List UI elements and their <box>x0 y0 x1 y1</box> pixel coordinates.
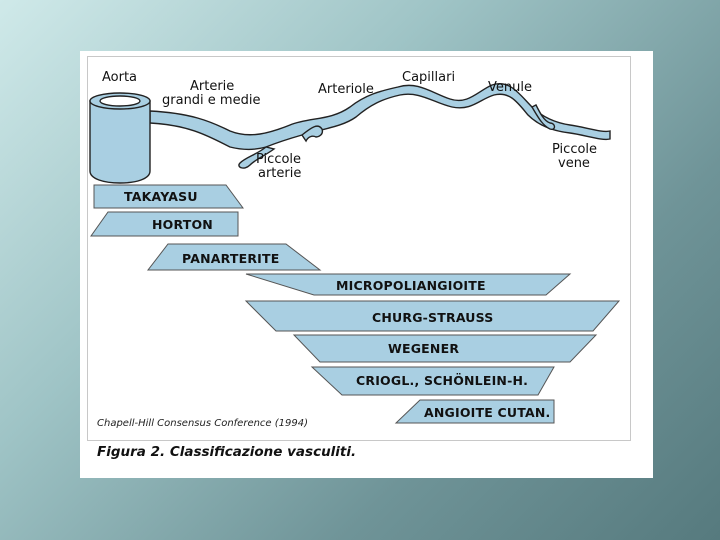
aorta-body <box>89 100 151 184</box>
bar-wegener <box>292 334 598 363</box>
bar-criogl <box>310 366 555 396</box>
label-venule: Venule <box>488 80 532 95</box>
bar-churg-strauss <box>244 300 621 332</box>
label-piccole-arterie-2: arterie <box>258 166 301 181</box>
bar-micropoliangioite <box>245 273 572 296</box>
label-arterie-2: grandi e medie <box>162 93 260 108</box>
label-piccole-vene-2: vene <box>558 156 590 171</box>
label-arterie-1: Arterie <box>190 79 234 94</box>
vessel-arteriole-branch <box>301 125 324 143</box>
label-piccole-vene-1: Piccole <box>552 142 597 157</box>
vasculitis-bar-labels: TAKAYASU HORTON PANARTERITE MICROPOLIANG… <box>124 189 551 420</box>
bar-label-micropoliangioite: MICROPOLIANGIOITE <box>336 278 486 293</box>
bar-label-horton: HORTON <box>152 217 213 232</box>
vessel-venule-branch <box>531 104 556 131</box>
figure-caption: Figura 2. Classificazione vasculiti. <box>97 444 357 460</box>
label-piccole-arterie-1: Piccole <box>256 152 301 167</box>
bar-angioite-cutan <box>394 399 555 424</box>
bar-label-panarterite: PANARTERITE <box>182 251 280 266</box>
bar-label-angioite-cutan: ANGIOITE CUTAN. <box>424 405 551 420</box>
label-arteriole: Arteriole <box>318 82 374 97</box>
bar-label-wegener: WEGENER <box>388 341 459 356</box>
bar-panarterite <box>146 243 322 271</box>
vasculitis-diagram: Aorta Arterie grandi e medie Arteriole C… <box>89 70 621 424</box>
bar-label-takayasu: TAKAYASU <box>124 189 198 204</box>
source-note: Chapell-Hill Consensus Conference (1994) <box>97 418 309 429</box>
label-capillari: Capillari <box>402 70 455 85</box>
figure-panel: Aorta Arterie grandi e medie Arteriole C… <box>80 51 653 478</box>
bar-label-churg-strauss: CHURG-STRAUSS <box>372 310 494 325</box>
figure-border <box>87 56 631 441</box>
bar-label-criogl: CRIOGL., SCHÖNLEIN-H. <box>356 373 528 388</box>
vasculitis-bars <box>90 184 621 424</box>
bar-takayasu <box>93 184 244 209</box>
bar-horton <box>90 211 239 237</box>
label-aorta: Aorta <box>102 70 137 85</box>
vessel-labels: Aorta Arterie grandi e medie Arteriole C… <box>102 70 597 181</box>
vessel-tree <box>89 83 611 184</box>
aorta-lumen <box>99 95 141 107</box>
vessel-small-arteries-branch <box>238 146 276 169</box>
